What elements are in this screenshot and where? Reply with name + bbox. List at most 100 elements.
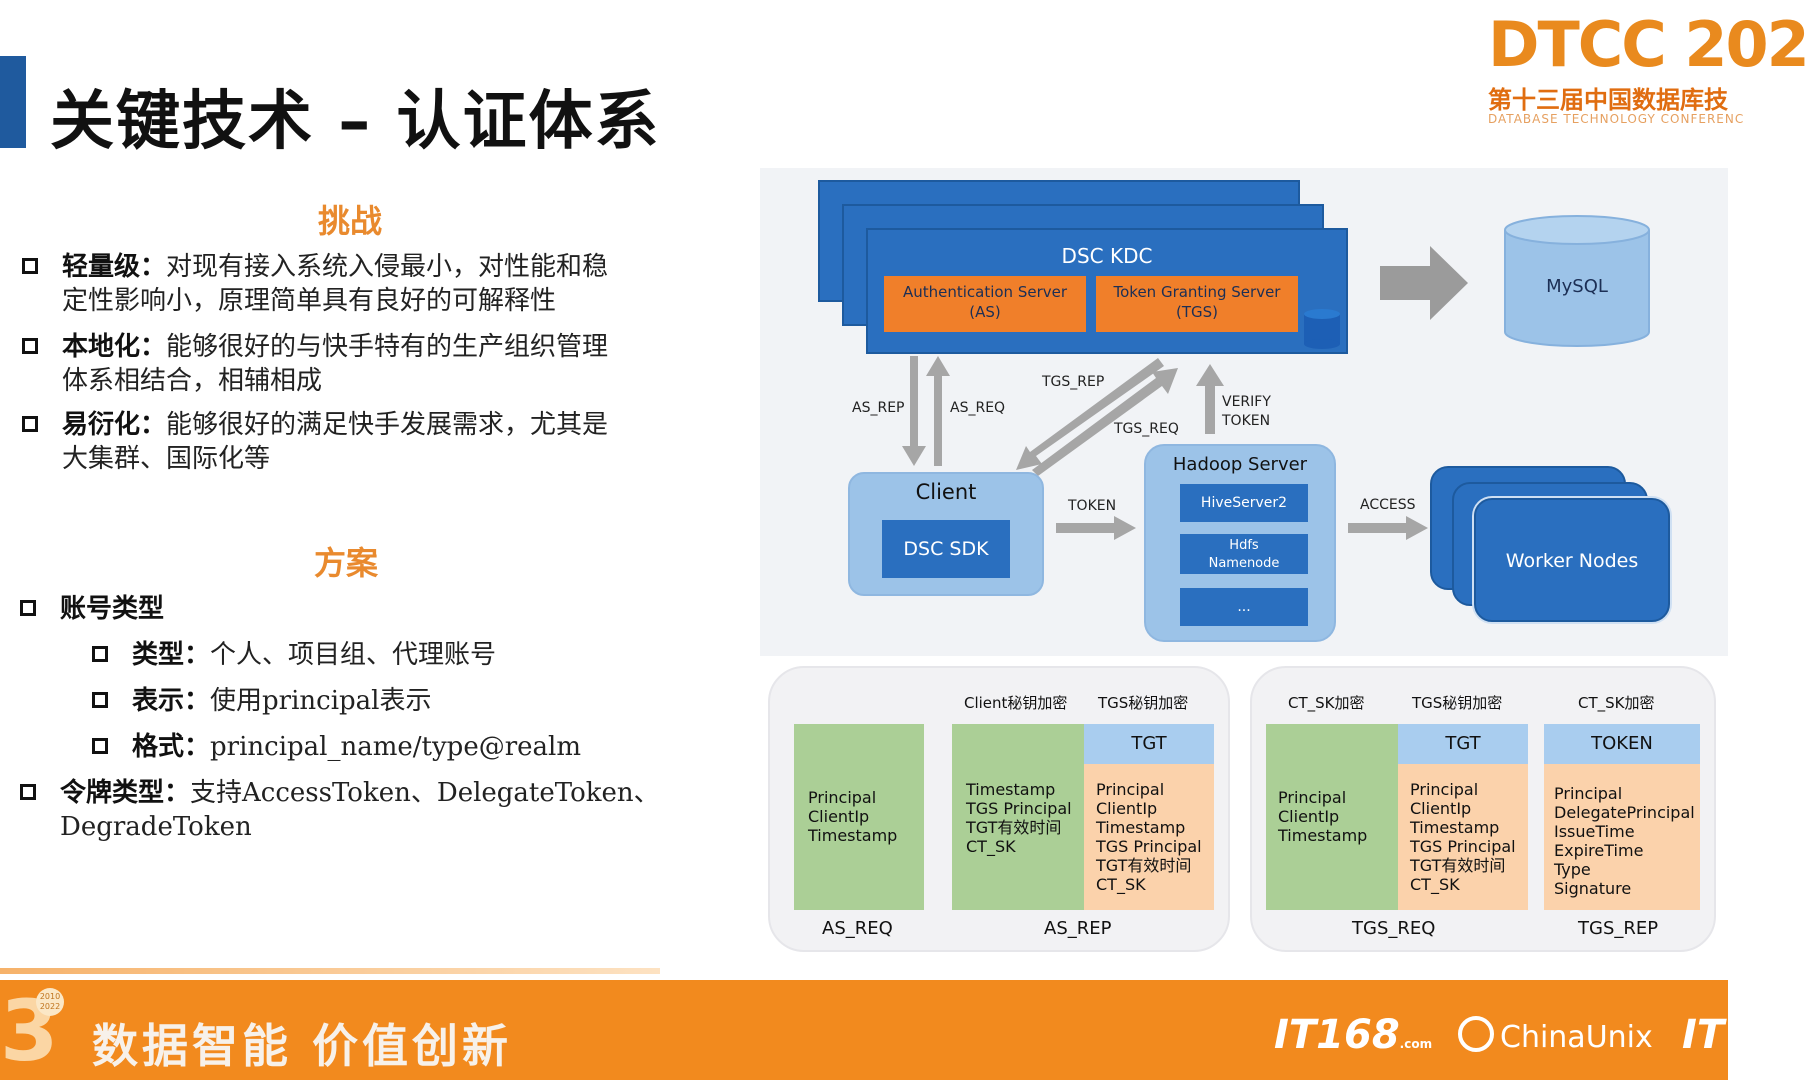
hdfs-label: Hdfs	[1229, 538, 1259, 553]
checkbox-icon	[92, 692, 108, 708]
verify-token-label: TOKEN	[1222, 413, 1271, 429]
database-icon	[1304, 309, 1340, 349]
checkbox-icon	[22, 338, 38, 354]
challenge-item-text: 对现有接入系统入侵最小，对性能和稳	[166, 252, 609, 282]
account-type-label: 账号类型	[60, 592, 164, 626]
as-label: Authentication Server	[902, 283, 1068, 301]
tgs-abbr: (TGS)	[1175, 303, 1218, 321]
arrow-right-icon	[1380, 246, 1468, 320]
authentication-server: Authentication Server (AS)	[884, 276, 1086, 332]
token-cell: Principal DelegatePrincipal IssueTime Ex…	[1544, 764, 1700, 910]
solution-sub-3: 格式：principal_name/type@realm	[132, 730, 581, 764]
token-header: TOKEN	[1544, 724, 1700, 764]
anniversary-badge: 2010 2022	[36, 988, 64, 1016]
sub-key: 表示：	[132, 686, 211, 716]
tgt-header: TGT	[1084, 724, 1214, 764]
tgt-header-2: TGT	[1398, 724, 1528, 764]
client-label: Client	[915, 480, 977, 504]
namenode-label: Namenode	[1208, 556, 1280, 571]
as-req-fields: Principal ClientIp Timestamp	[808, 788, 898, 845]
challenge-item-text-2: 定性影响小，原理简单具有良好的可解释性	[62, 286, 557, 316]
ct-sk-encrypt-label-2: CT_SK加密	[1578, 694, 1655, 712]
token-type-key: 令牌类型：	[60, 778, 191, 808]
solution-heading: 方案	[314, 544, 379, 582]
as-req-cell: Principal ClientIp Timestamp	[794, 724, 924, 910]
hiveserver2-box: HiveServer2	[1180, 484, 1308, 522]
tgt-cell: Principal ClientIp Timestamp TGS Princip…	[1084, 764, 1214, 910]
more-services-box: ...	[1180, 588, 1308, 626]
dtcc-logo-subtitle: 第十三届中国数据库技	[1488, 86, 1728, 114]
footer-banner	[0, 980, 1728, 1080]
tgs-rep-caption: TGS_REP	[1578, 918, 1659, 939]
anniversary-badge-text: 2010 2022	[39, 992, 61, 1011]
mysql-database-icon	[1504, 215, 1650, 347]
it168-logo: IT168.com	[1274, 1012, 1432, 1058]
as-req-caption: AS_REQ	[822, 918, 893, 939]
checkbox-icon	[20, 784, 36, 800]
chinaunix-icon	[1458, 1016, 1494, 1052]
challenge-item-text: 能够很好的与快手特有的生产组织管理	[166, 332, 609, 362]
it168-domain: .com	[1399, 1037, 1433, 1051]
token-granting-server: Token Granting Server (TGS)	[1096, 276, 1298, 332]
solution-sub-2: 表示：使用principal表示	[132, 684, 432, 718]
as-rep-label: AS_REP	[852, 400, 905, 416]
tgt-cell-2: Principal ClientIp Timestamp TGS Princip…	[1398, 764, 1528, 910]
token-type: 令牌类型：支持AccessToken、DelegateToken、 Degrad…	[60, 776, 700, 844]
checkbox-icon	[92, 646, 108, 662]
client-key-encrypt-label: Client秘钥加密	[964, 694, 1068, 712]
tgs-rep-label: TGS_REP	[1042, 374, 1105, 390]
challenge-item-key: 轻量级：	[62, 252, 167, 282]
token-arrow-icon	[1056, 516, 1136, 540]
tgs-req-label: TGS_REQ	[1114, 421, 1179, 437]
access-arrow-icon	[1348, 516, 1428, 540]
challenge-item-key: 本地化：	[62, 332, 167, 362]
kdc-label: DSC KDC	[1061, 244, 1153, 268]
verify-arrow-icon	[1196, 364, 1224, 434]
checkbox-icon	[22, 416, 38, 432]
dtcc-logo: DTCC 202	[1488, 8, 1808, 81]
as-abbr: (AS)	[969, 303, 1001, 321]
hdfs-namenode-box: Hdfs Namenode	[1180, 534, 1308, 574]
token-type-text-2: DegradeToken	[60, 812, 252, 842]
challenge-item-3: 易衍化：能够很好的满足快手发展需求，尤其是 大集群、国际化等	[62, 408, 682, 476]
sub-val: 使用principal表示	[210, 686, 432, 716]
challenge-heading: 挑战	[318, 202, 383, 240]
footer-slogan: 数据智能 价值创新	[92, 1019, 513, 1073]
tgs-req-caption: TGS_REQ	[1352, 918, 1436, 939]
ct-sk-encrypt-label: CT_SK加密	[1288, 694, 1365, 712]
mysql-label: MySQL	[1546, 276, 1608, 297]
dtcc-logo-english: DATABASE TECHNOLOGY CONFERENC	[1488, 112, 1745, 126]
challenge-item-text-2: 体系相结合，相辅相成	[62, 366, 323, 396]
sub-val: principal_name/type@realm	[210, 732, 581, 762]
tgs-req-fields: Principal ClientIp Timestamp	[1278, 788, 1368, 845]
tgt-fields-2: Principal ClientIp Timestamp TGS Princip…	[1410, 780, 1516, 894]
tgs-req-cell: Principal ClientIp Timestamp	[1266, 724, 1398, 910]
tgs-arrows-icon	[1016, 358, 1178, 476]
challenge-item-text-2: 大集群、国际化等	[62, 444, 271, 474]
footer-accent-line	[0, 968, 660, 974]
worker-nodes-label: Worker Nodes	[1505, 550, 1639, 572]
sub-key: 格式：	[132, 732, 211, 762]
page-title: 关键技术 – 认证体系	[50, 85, 661, 159]
checkbox-icon	[20, 600, 36, 616]
challenge-item-key: 易衍化：	[62, 410, 167, 440]
it168-text: IT168	[1274, 1012, 1400, 1058]
as-rep-caption: AS_REP	[1044, 918, 1112, 939]
challenge-item-text: 能够很好的满足快手发展需求，尤其是	[166, 410, 609, 440]
tgs-key-encrypt-label: TGS秘钥加密	[1098, 694, 1189, 712]
solution-sub-1: 类型：个人、项目组、代理账号	[132, 638, 496, 672]
as-req-label: AS_REQ	[950, 400, 1006, 416]
sub-key: 类型：	[132, 640, 211, 670]
tgt-fields: Principal ClientIp Timestamp TGS Princip…	[1096, 780, 1202, 894]
account-type-text: 账号类型	[60, 594, 165, 624]
challenge-item-1: 轻量级：对现有接入系统入侵最小，对性能和稳 定性影响小，原理简单具有良好的可解释…	[62, 250, 682, 318]
dsc-sdk-box: DSC SDK	[882, 520, 1010, 578]
verify-label: VERIFY	[1222, 394, 1271, 410]
access-label: ACCESS	[1360, 497, 1416, 513]
challenge-item-2: 本地化：能够很好的与快手特有的生产组织管理 体系相结合，相辅相成	[62, 330, 682, 398]
chinaunix-logo: ChinaUnix	[1500, 1020, 1653, 1055]
tgs-label: Token Granting Server	[1113, 283, 1281, 301]
as-rep-cell: Timestamp TGS Principal TGT有效时间 CT_SK	[952, 724, 1084, 910]
title-accent-bar	[0, 56, 26, 148]
token-fields: Principal DelegatePrincipal IssueTime Ex…	[1554, 784, 1695, 898]
